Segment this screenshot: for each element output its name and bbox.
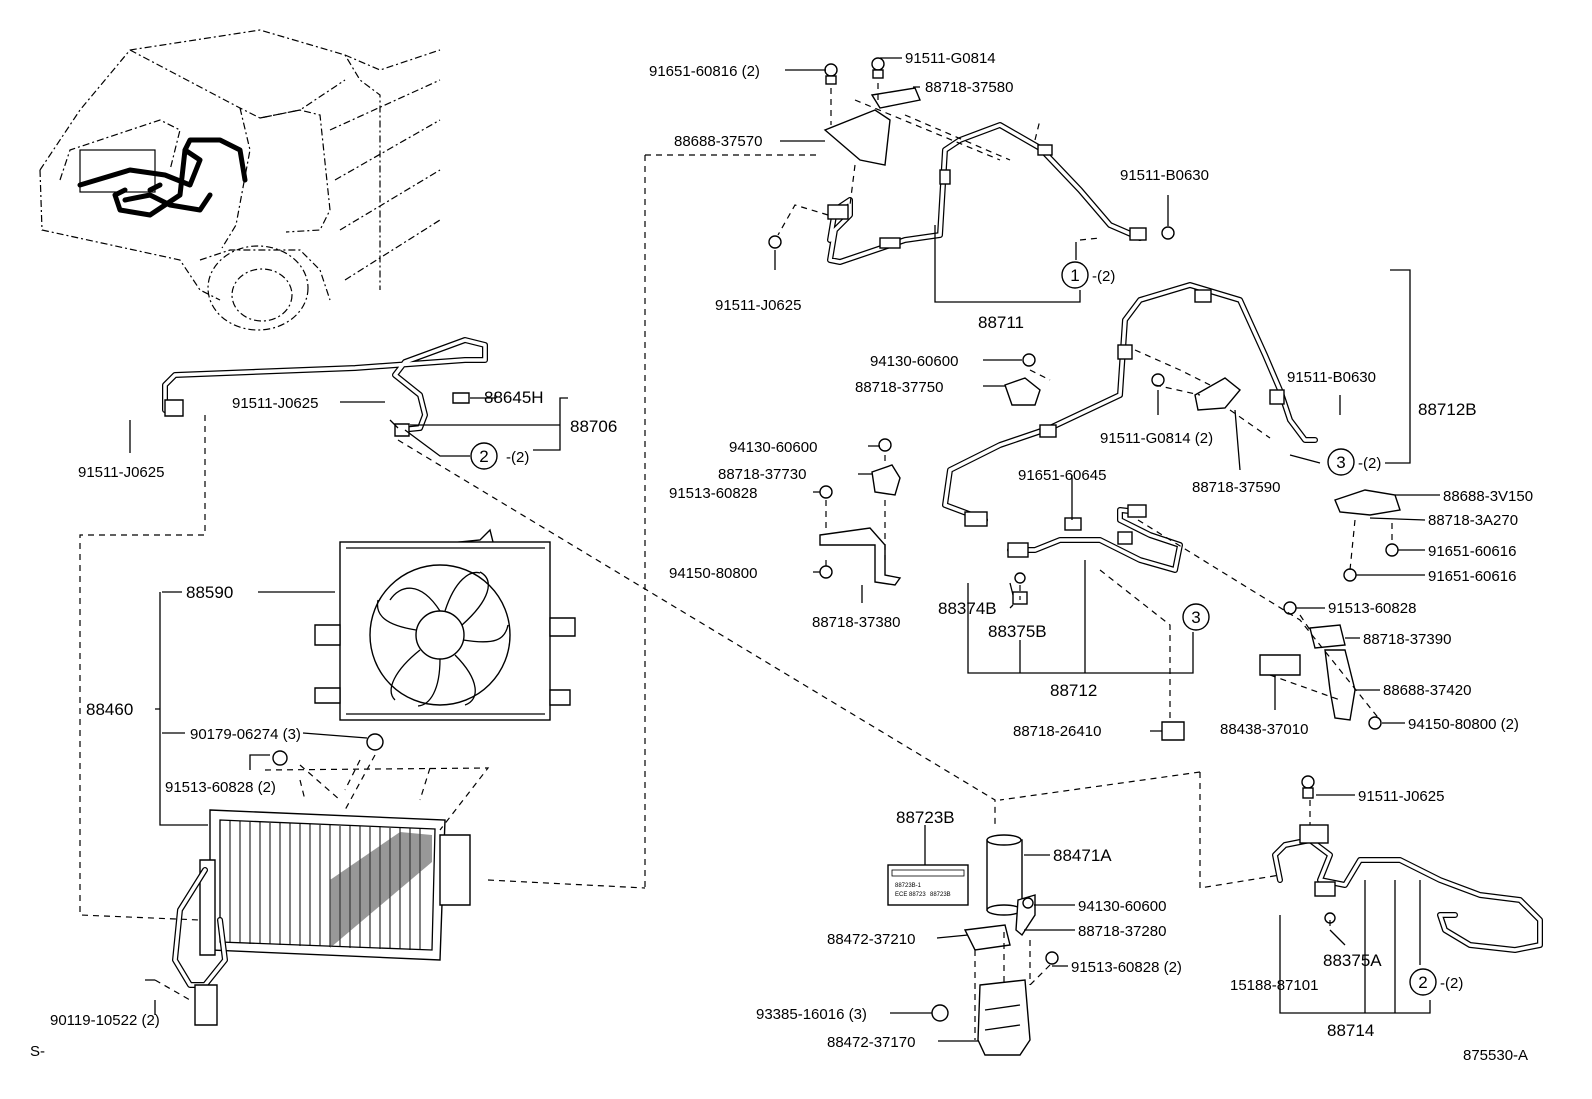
circled-ref-3b-ring bbox=[1182, 603, 1210, 631]
hose-88714 bbox=[1272, 775, 1543, 953]
callout-91513-60828-2-b: 91513-60828 (2) bbox=[1071, 959, 1182, 976]
label-plate-88723B: 88723B-1 ECE 88723 88723B bbox=[887, 864, 969, 906]
callout-91651-60616-b: 91651-60616 bbox=[1428, 568, 1516, 585]
callout-qty-2-b: -(2) bbox=[1358, 455, 1381, 472]
callout-88645H: 88645H bbox=[484, 388, 544, 407]
callout-91513-60828-a: 91513-60828 bbox=[669, 485, 757, 502]
callout-88718-37380: 88718-37380 bbox=[812, 614, 900, 631]
callout-88718-37280: 88718-37280 bbox=[1078, 923, 1166, 940]
callout-88718-26410: 88718-26410 bbox=[1013, 723, 1101, 740]
callout-88688-37420: 88688-37420 bbox=[1383, 682, 1471, 699]
callout-94130-60600-b: 94130-60600 bbox=[729, 439, 817, 456]
condenser-88460 bbox=[172, 733, 471, 1026]
callout-15188-87101: 15188-87101 bbox=[1230, 977, 1318, 994]
callout-88718-3A270: 88718-3A270 bbox=[1428, 512, 1518, 529]
callout-88472-37170: 88472-37170 bbox=[827, 1034, 915, 1051]
callout-88438-37010: 88438-37010 bbox=[1220, 721, 1308, 738]
circled-ref-2: 2 bbox=[479, 447, 488, 466]
callout-90179-06274: 90179-06274 (3) bbox=[190, 726, 301, 743]
condenser-fan-88590 bbox=[314, 528, 576, 721]
hose-88712B bbox=[942, 282, 1318, 527]
callout-91513-60828-2-a: 91513-60828 (2) bbox=[165, 779, 276, 796]
hose-88711 bbox=[827, 122, 1147, 265]
callout-88718-37750: 88718-37750 bbox=[855, 379, 943, 396]
callout-90119-10522: 90119-10522 (2) bbox=[50, 1012, 160, 1029]
hose-88712 bbox=[1007, 504, 1183, 605]
callout-88375B: 88375B bbox=[988, 622, 1047, 641]
label-plate-line-1: 88723B-1 bbox=[895, 883, 922, 889]
circled-references: 1 3 2 3 2 bbox=[470, 261, 1437, 996]
callout-88688-3V150: 88688-3V150 bbox=[1443, 488, 1533, 505]
callout-qty-2-a: -(2) bbox=[1092, 268, 1115, 285]
callout-qty-2-c: -(2) bbox=[506, 449, 529, 466]
callout-88712: 88712 bbox=[1050, 681, 1097, 700]
callout-91513-60828-b: 91513-60828 bbox=[1328, 600, 1416, 617]
callout-88688-37570: 88688-37570 bbox=[674, 133, 762, 150]
callout-88718-37730: 88718-37730 bbox=[718, 466, 806, 483]
dashed-connection-lines bbox=[79, 83, 1393, 1040]
callout-91651-60645: 91651-60645 bbox=[1018, 467, 1106, 484]
callout-91511-G0814-2: 91511-G0814 (2) bbox=[1100, 430, 1213, 447]
callout-88472-37210: 88472-37210 bbox=[827, 931, 915, 948]
leader-lines bbox=[129, 57, 1440, 1042]
callout-88718-37590: 88718-37590 bbox=[1192, 479, 1280, 496]
circled-ref-2-ring bbox=[470, 442, 498, 470]
callout-91511-J0625-b: 91511-J0625 bbox=[232, 395, 318, 412]
circled-ref-2b-ring bbox=[1409, 968, 1437, 996]
clamp-brackets bbox=[819, 353, 1401, 741]
callout-93385-16016: 93385-16016 (3) bbox=[756, 1006, 867, 1023]
callout-91651-60816: 91651-60816 (2) bbox=[649, 63, 760, 80]
callout-94150-80800-2: 94150-80800 (2) bbox=[1408, 716, 1519, 733]
part-callouts: 91651-60816 (2) 91511-G0814 88718-37580 … bbox=[50, 50, 1533, 1051]
callout-88471A: 88471A bbox=[1053, 846, 1112, 865]
circled-ref-1-ring bbox=[1061, 261, 1089, 289]
drawing-id: 875530-A bbox=[1463, 1047, 1528, 1064]
callout-88723B: 88723B bbox=[896, 808, 955, 827]
callout-88706: 88706 bbox=[570, 417, 617, 436]
callout-88714: 88714 bbox=[1327, 1021, 1374, 1040]
callout-qty-2-d: -(2) bbox=[1440, 975, 1463, 992]
callout-91511-J0625-a: 91511-J0625 bbox=[715, 297, 801, 314]
corner-mark: S- bbox=[30, 1043, 45, 1060]
callout-91511-B0630-a: 91511-B0630 bbox=[1120, 167, 1209, 184]
callout-94130-60600-c: 94130-60600 bbox=[1078, 898, 1166, 915]
circled-ref-1: 1 bbox=[1070, 266, 1079, 285]
callout-88718-37390: 88718-37390 bbox=[1363, 631, 1451, 648]
callout-91511-J0625-d: 91511-J0625 bbox=[1358, 788, 1444, 805]
callout-94150-80800-a: 94150-80800 bbox=[669, 565, 757, 582]
vehicle-outline-illustration bbox=[39, 29, 441, 331]
callout-88712B: 88712B bbox=[1418, 400, 1477, 419]
callout-88460: 88460 bbox=[86, 700, 133, 719]
callout-91511-B0630-b: 91511-B0630 bbox=[1287, 369, 1376, 386]
callout-91511-G0814: 91511-G0814 bbox=[905, 50, 996, 67]
callout-88590: 88590 bbox=[186, 583, 233, 602]
callout-91511-J0625-c: 91511-J0625 bbox=[78, 464, 164, 481]
circled-ref-3-ring bbox=[1327, 448, 1355, 476]
callout-88711: 88711 bbox=[978, 313, 1024, 332]
circled-ref-2b: 2 bbox=[1418, 973, 1427, 992]
hose-88706 bbox=[162, 337, 488, 437]
label-plate-line-3: 88723B bbox=[930, 892, 951, 898]
circled-ref-3b: 3 bbox=[1191, 608, 1200, 627]
label-plate-line-2: ECE 88723 bbox=[895, 892, 926, 898]
callout-94130-60600-a: 94130-60600 bbox=[870, 353, 958, 370]
receiver-dryer-88471A bbox=[931, 834, 1059, 1056]
circled-ref-3: 3 bbox=[1336, 453, 1345, 472]
callout-91651-60616-a: 91651-60616 bbox=[1428, 543, 1516, 560]
top-bracket-assembly bbox=[768, 57, 1175, 249]
callout-88374B: 88374B bbox=[938, 599, 997, 618]
callout-88375A: 88375A bbox=[1323, 951, 1382, 970]
callout-88718-37580: 88718-37580 bbox=[925, 79, 1013, 96]
